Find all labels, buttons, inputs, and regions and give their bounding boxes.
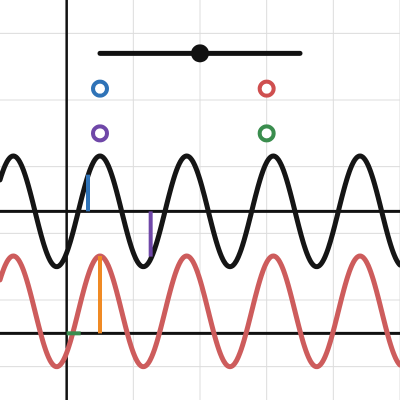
segment-layer — [66, 174, 153, 336]
black-cosine-wave — [0, 153, 400, 270]
green-open-point[interactable] — [257, 124, 276, 143]
purple-open-point[interactable] — [91, 124, 109, 143]
red-cosine-wave — [0, 253, 400, 370]
slider-handle[interactable] — [191, 44, 209, 63]
blue-open-point[interactable] — [91, 79, 109, 98]
slider-layer[interactable] — [97, 44, 303, 63]
wave-layer — [0, 153, 400, 370]
point-layer[interactable] — [91, 79, 276, 143]
red-open-point[interactable] — [257, 79, 276, 98]
